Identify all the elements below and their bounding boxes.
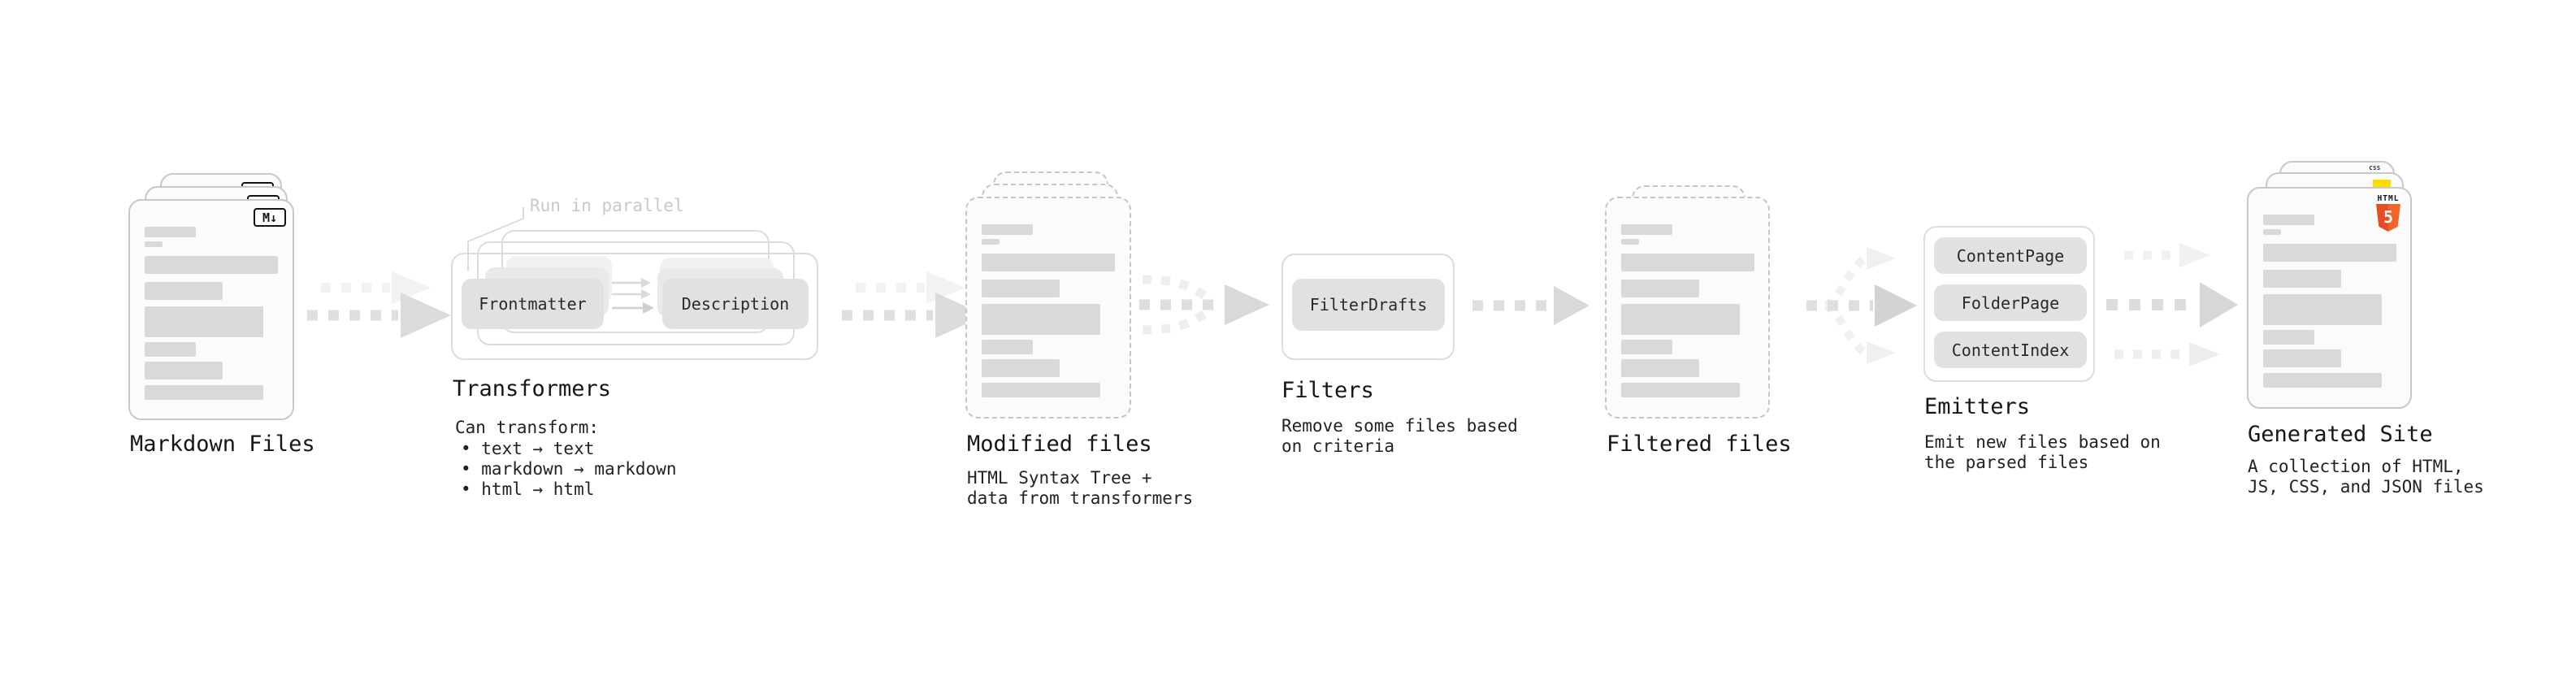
flow-arrow-modified-to-filters xyxy=(1139,275,1269,335)
text-line-placeholder xyxy=(1621,254,1754,271)
stage-subtitle: data from transformers xyxy=(967,488,1194,508)
text-line-placeholder xyxy=(2263,215,2314,225)
file-card-front: M↓ xyxy=(128,199,294,420)
text-line-placeholder xyxy=(1621,304,1740,335)
markdown-icon: M↓ xyxy=(254,208,286,227)
run-in-parallel-annotation: Run in parallel xyxy=(530,196,684,215)
filterdrafts-box: FilterDrafts xyxy=(1292,279,1445,331)
transform-bullet: • markdown → markdown xyxy=(461,459,677,479)
stage-subtitle: the parsed files xyxy=(1924,453,2089,472)
filters-container xyxy=(1281,254,1455,360)
flow-arrow-filtered-to-emitters xyxy=(1806,247,1917,364)
text-line-placeholder xyxy=(982,383,1100,397)
stage-title: Generated Site xyxy=(2248,422,2433,447)
text-line-placeholder xyxy=(2263,330,2314,345)
transform-bullet: • html → html xyxy=(461,479,595,499)
text-line-placeholder xyxy=(982,304,1100,335)
text-line-placeholder xyxy=(1621,359,1699,377)
stage-subtitle: Remove some files based xyxy=(1281,416,1518,436)
description-box: Description xyxy=(662,279,809,329)
text-line-placeholder xyxy=(1621,224,1672,235)
text-line-placeholder xyxy=(145,227,196,237)
parallel-transform-arrows xyxy=(612,278,654,314)
text-line-placeholder xyxy=(145,256,278,274)
text-line-placeholder xyxy=(145,342,196,357)
transform-bullet: • text → text xyxy=(461,439,595,458)
stage-title: Filtered files xyxy=(1607,432,1792,457)
text-line-placeholder xyxy=(1621,340,1672,354)
text-line-placeholder xyxy=(982,340,1033,354)
stage-title: Filters xyxy=(1281,378,1374,403)
text-line-placeholder xyxy=(2263,373,2382,388)
stage-title: Modified files xyxy=(967,432,1152,457)
text-line-placeholder xyxy=(2263,270,2341,288)
text-line-placeholder xyxy=(145,362,223,380)
flow-arrow-markdown-to-transformers xyxy=(307,271,451,338)
text-line-placeholder xyxy=(1621,280,1699,297)
text-line-placeholder xyxy=(2263,244,2396,262)
emitters-container xyxy=(1923,226,2095,382)
flow-arrow-emitters-to-site xyxy=(2106,243,2238,367)
stage-subtitle: Emit new files based on xyxy=(1924,432,2161,452)
text-line-placeholder xyxy=(982,239,1000,245)
transformer-layer-front xyxy=(451,253,818,360)
stage-subtitle: A collection of HTML, xyxy=(2248,457,2464,476)
frontmatter-box: Frontmatter xyxy=(462,279,604,329)
emitter-box-contentpage: ContentPage xyxy=(1934,237,2087,274)
text-line-placeholder xyxy=(145,282,223,300)
emitter-box-contentindex: ContentIndex xyxy=(1934,332,2087,368)
text-line-placeholder xyxy=(982,254,1115,271)
text-line-placeholder xyxy=(1621,239,1639,245)
text-line-placeholder xyxy=(982,359,1060,377)
flow-arrow-transformers-to-modified xyxy=(842,271,986,338)
text-line-placeholder xyxy=(2263,294,2382,325)
text-line-placeholder xyxy=(2263,229,2281,235)
text-line-placeholder xyxy=(982,224,1033,235)
text-line-placeholder xyxy=(145,241,163,247)
file-card-front xyxy=(1605,197,1770,419)
html5-icon: HTML 5 xyxy=(2374,194,2402,232)
text-line-placeholder xyxy=(2263,349,2341,367)
stage-title: Emitters xyxy=(1924,394,2031,419)
stage-subtitle: on criteria xyxy=(1281,436,1395,456)
emitter-box-folderpage: FolderPage xyxy=(1934,284,2087,321)
html5-shield: 5 xyxy=(2376,204,2400,232)
flow-arrow-filters-to-filtered xyxy=(1472,286,1589,325)
stage-title: Transformers xyxy=(453,376,612,401)
transform-heading: Can transform: xyxy=(455,418,600,437)
stage-subtitle: JS, CSS, and JSON files xyxy=(2248,477,2484,497)
text-line-placeholder xyxy=(1621,383,1740,397)
text-line-placeholder xyxy=(982,280,1060,297)
text-line-placeholder xyxy=(145,385,263,400)
stage-subtitle: HTML Syntax Tree + xyxy=(967,468,1152,488)
text-line-placeholder xyxy=(145,306,263,337)
stage-title: Markdown Files xyxy=(130,432,315,457)
file-card-front xyxy=(965,197,1131,419)
annotation-leader-line xyxy=(467,207,524,271)
file-card-html: HTML 5 xyxy=(2247,187,2412,409)
